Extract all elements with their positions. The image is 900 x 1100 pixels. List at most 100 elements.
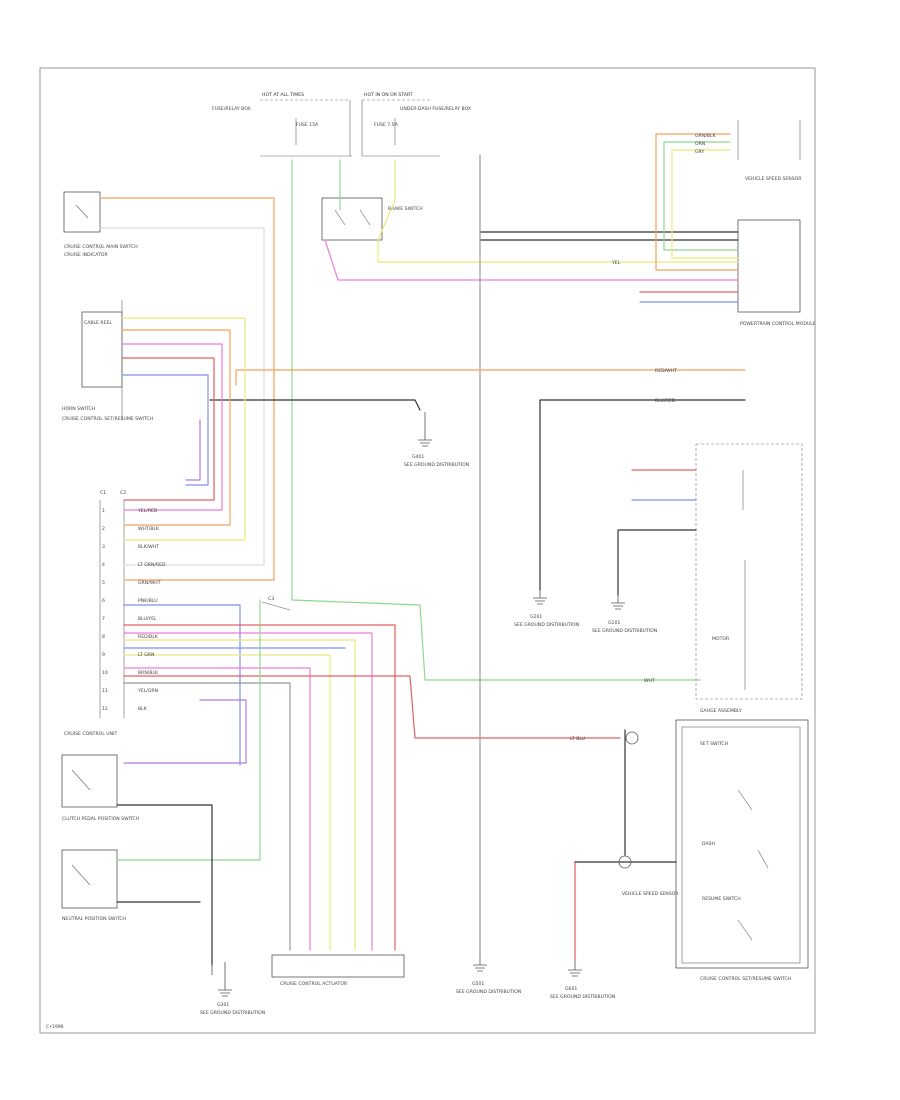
powertrain-control-module: VEHICLE SPEED SENSOR POWERTRAIN CONTROL …: [737, 120, 816, 327]
vss-label: VEHICLE SPEED SENSOR: [622, 891, 679, 897]
brake-switch-assembly: BRAKE SWITCH: [321, 197, 423, 241]
cable-reel-label: CABLE REEL: [84, 320, 112, 326]
wire-red-speed: [123, 675, 621, 739]
cruise-control-unit-connector: C1 C2: [99, 490, 126, 718]
hot-at-all-times-label: HOT AT ALL TIMES: [262, 92, 304, 98]
wire-label-11: YEL/GRN: [137, 688, 158, 694]
ground-g601-desc: SEE GROUND DISTRIBUTION: [550, 994, 615, 1000]
ground-g201-desc: SEE GROUND DISTRIBUTION: [514, 622, 579, 628]
wire-yellow-pcm: [671, 149, 739, 259]
pin-11: 11: [102, 688, 108, 694]
set-switch-label: SET SWITCH: [700, 741, 728, 747]
wire-black-clutch: [116, 804, 213, 966]
pin-10: 10: [102, 670, 108, 676]
cruise-actuator: CRUISE CONTROL ACTUATOR: [271, 954, 405, 987]
pcm-label: POWERTRAIN CONTROL MODULE: [740, 321, 816, 327]
wire-red-horn: [121, 357, 215, 501]
wire-label-15: GRY: [695, 149, 704, 155]
wire-label-1: YEL/RED: [137, 508, 158, 514]
gauge-assembly-label: GAUGE ASSEMBLY: [700, 708, 742, 714]
cruise-actuator-label: CRUISE CONTROL ACTUATOR: [280, 981, 348, 987]
pcm-upper-label: VEHICLE SPEED SENSOR: [745, 176, 802, 182]
ground-g501: G501 SEE GROUND DISTRIBUTION: [456, 955, 521, 995]
wire-black-mid: [209, 399, 421, 411]
switch-panel-label: CRUISE CONTROL SET/RESUME SWITCH: [700, 976, 791, 982]
cruise-main-switch: CRUISE CONTROL MAIN SWITCH CRUISE INDICA…: [63, 191, 138, 258]
wire-blue-actuator: [123, 604, 241, 766]
pin-4: 4: [102, 562, 105, 568]
vehicle-speed-sensor: VEHICLE SPEED SENSOR: [618, 855, 679, 897]
ground-g601: G601 SEE GROUND DISTRIBUTION: [550, 960, 615, 1000]
wire-label-5: GRN/WHT: [138, 580, 161, 586]
wire-green-pcm: [663, 141, 739, 251]
page-code: C•1996: [46, 1024, 64, 1030]
wire-label-12: BLK: [138, 706, 148, 712]
pin-6: 6: [102, 598, 105, 604]
wire-red-actuator: [123, 624, 396, 951]
wire-label-3: BLK/WHT: [138, 544, 159, 550]
connector-c2-label: C2: [120, 490, 126, 496]
fuse-1-label: FUSE 15A: [296, 122, 319, 128]
pin-2: 2: [102, 526, 105, 532]
motor-label: MOTOR: [712, 636, 730, 642]
ground-g301: G301 SEE GROUND DISTRIBUTION: [200, 962, 265, 1016]
cruise-control-unit-upper: CABLE REEL: [81, 300, 123, 420]
diagram-frame: [39, 67, 816, 1034]
ground-g301-label: G301: [217, 1002, 229, 1008]
wire-label-6: PNK/BLU: [138, 598, 158, 604]
horn-switch-label: HORN SWITCH: [62, 406, 95, 412]
pin-12: 12: [102, 706, 108, 712]
wire-white-main: [99, 227, 265, 566]
wire-gray-actuator: [123, 682, 291, 951]
wire-orange-horn: [121, 329, 231, 526]
connector-c3-label: C3: [268, 596, 274, 602]
ground-g301-desc: SEE GROUND DISTRIBUTION: [200, 1010, 265, 1016]
cruise-indicator-lamp: [625, 731, 639, 745]
wire-green-long: [291, 159, 701, 681]
wire-label-7: BLU/YEL: [138, 616, 157, 622]
wire-label-8: RED/BLK: [138, 634, 159, 640]
cruise-indicator-label: CRUISE INDICATOR: [64, 252, 108, 258]
gauge-assembly: GAUGE ASSEMBLY MOTOR: [695, 443, 803, 714]
connector-c3: C3: [261, 596, 291, 611]
fuse-box-hot-at-all-times: HOT AT ALL TIMES FUSE/RELAY BOX FUSE 15A: [212, 92, 352, 157]
ground-g401: G401 SEE GROUND DISTRIBUTION: [404, 412, 469, 468]
wire-label-19: YEL: [611, 260, 621, 266]
ground-g401-desc: SEE GROUND DISTRIBUTION: [404, 462, 469, 468]
wire-orange-pcm: [655, 133, 739, 271]
connector-c1-label: C1: [100, 490, 106, 496]
pin-9: 9: [102, 652, 105, 658]
wire-green-neutral: [116, 599, 261, 861]
wire-label-10: BRN/BLK: [138, 670, 159, 676]
wire-pink-actuator: [123, 632, 373, 951]
ground-g101-label: G101: [608, 620, 620, 626]
wire-yellow-fuse: [377, 159, 739, 263]
wire-yellow-actuator: [123, 639, 356, 951]
clutch-switch: CLUTCH PEDAL POSITION SWITCH: [61, 754, 139, 822]
wire-label-17: BLU/RED: [655, 398, 675, 404]
ground-g201-label: G201: [530, 614, 542, 620]
cruise-control-unit-label: CRUISE CONTROL UNIT: [64, 731, 117, 737]
wire-label-18: WHT: [644, 678, 655, 684]
ground-g501-label: G501: [472, 981, 484, 987]
dash-box-label: DASH: [702, 841, 715, 847]
wire-black-brake: [539, 399, 746, 591]
wire-orange-main: [99, 197, 275, 581]
wire-label-2: WHT/BLK: [138, 526, 160, 532]
neutral-switch-label: NEUTRAL POSITION SWITCH: [62, 916, 126, 922]
wire-label-14: ORN: [695, 141, 705, 147]
ground-g101: G101 SEE GROUND DISTRIBUTION: [592, 595, 657, 634]
under-dash-fuse-box-label: UNDER-DASH FUSE/RELAY BOX: [400, 106, 471, 112]
wire-label-9: LT GRN: [138, 652, 154, 658]
pin-7: 7: [102, 616, 105, 622]
wire-yellow2-actuator: [123, 654, 331, 951]
hot-in-on-label: HOT IN ON OR START: [364, 92, 413, 98]
wire-violet-clutch: [123, 699, 247, 764]
set-resume-switch-panel: SET SWITCH DASH RESUME SWITCH CRUISE CON…: [675, 719, 809, 982]
cruise-main-switch-label: CRUISE CONTROL MAIN SWITCH: [64, 244, 138, 250]
ground-g601-label: G601: [565, 986, 577, 992]
neutral-switch: NEUTRAL POSITION SWITCH: [61, 849, 126, 922]
wire-pink2-actuator: [123, 667, 311, 951]
wire-pink-pcm: [324, 239, 739, 281]
wire-blue-horn: [121, 374, 209, 486]
